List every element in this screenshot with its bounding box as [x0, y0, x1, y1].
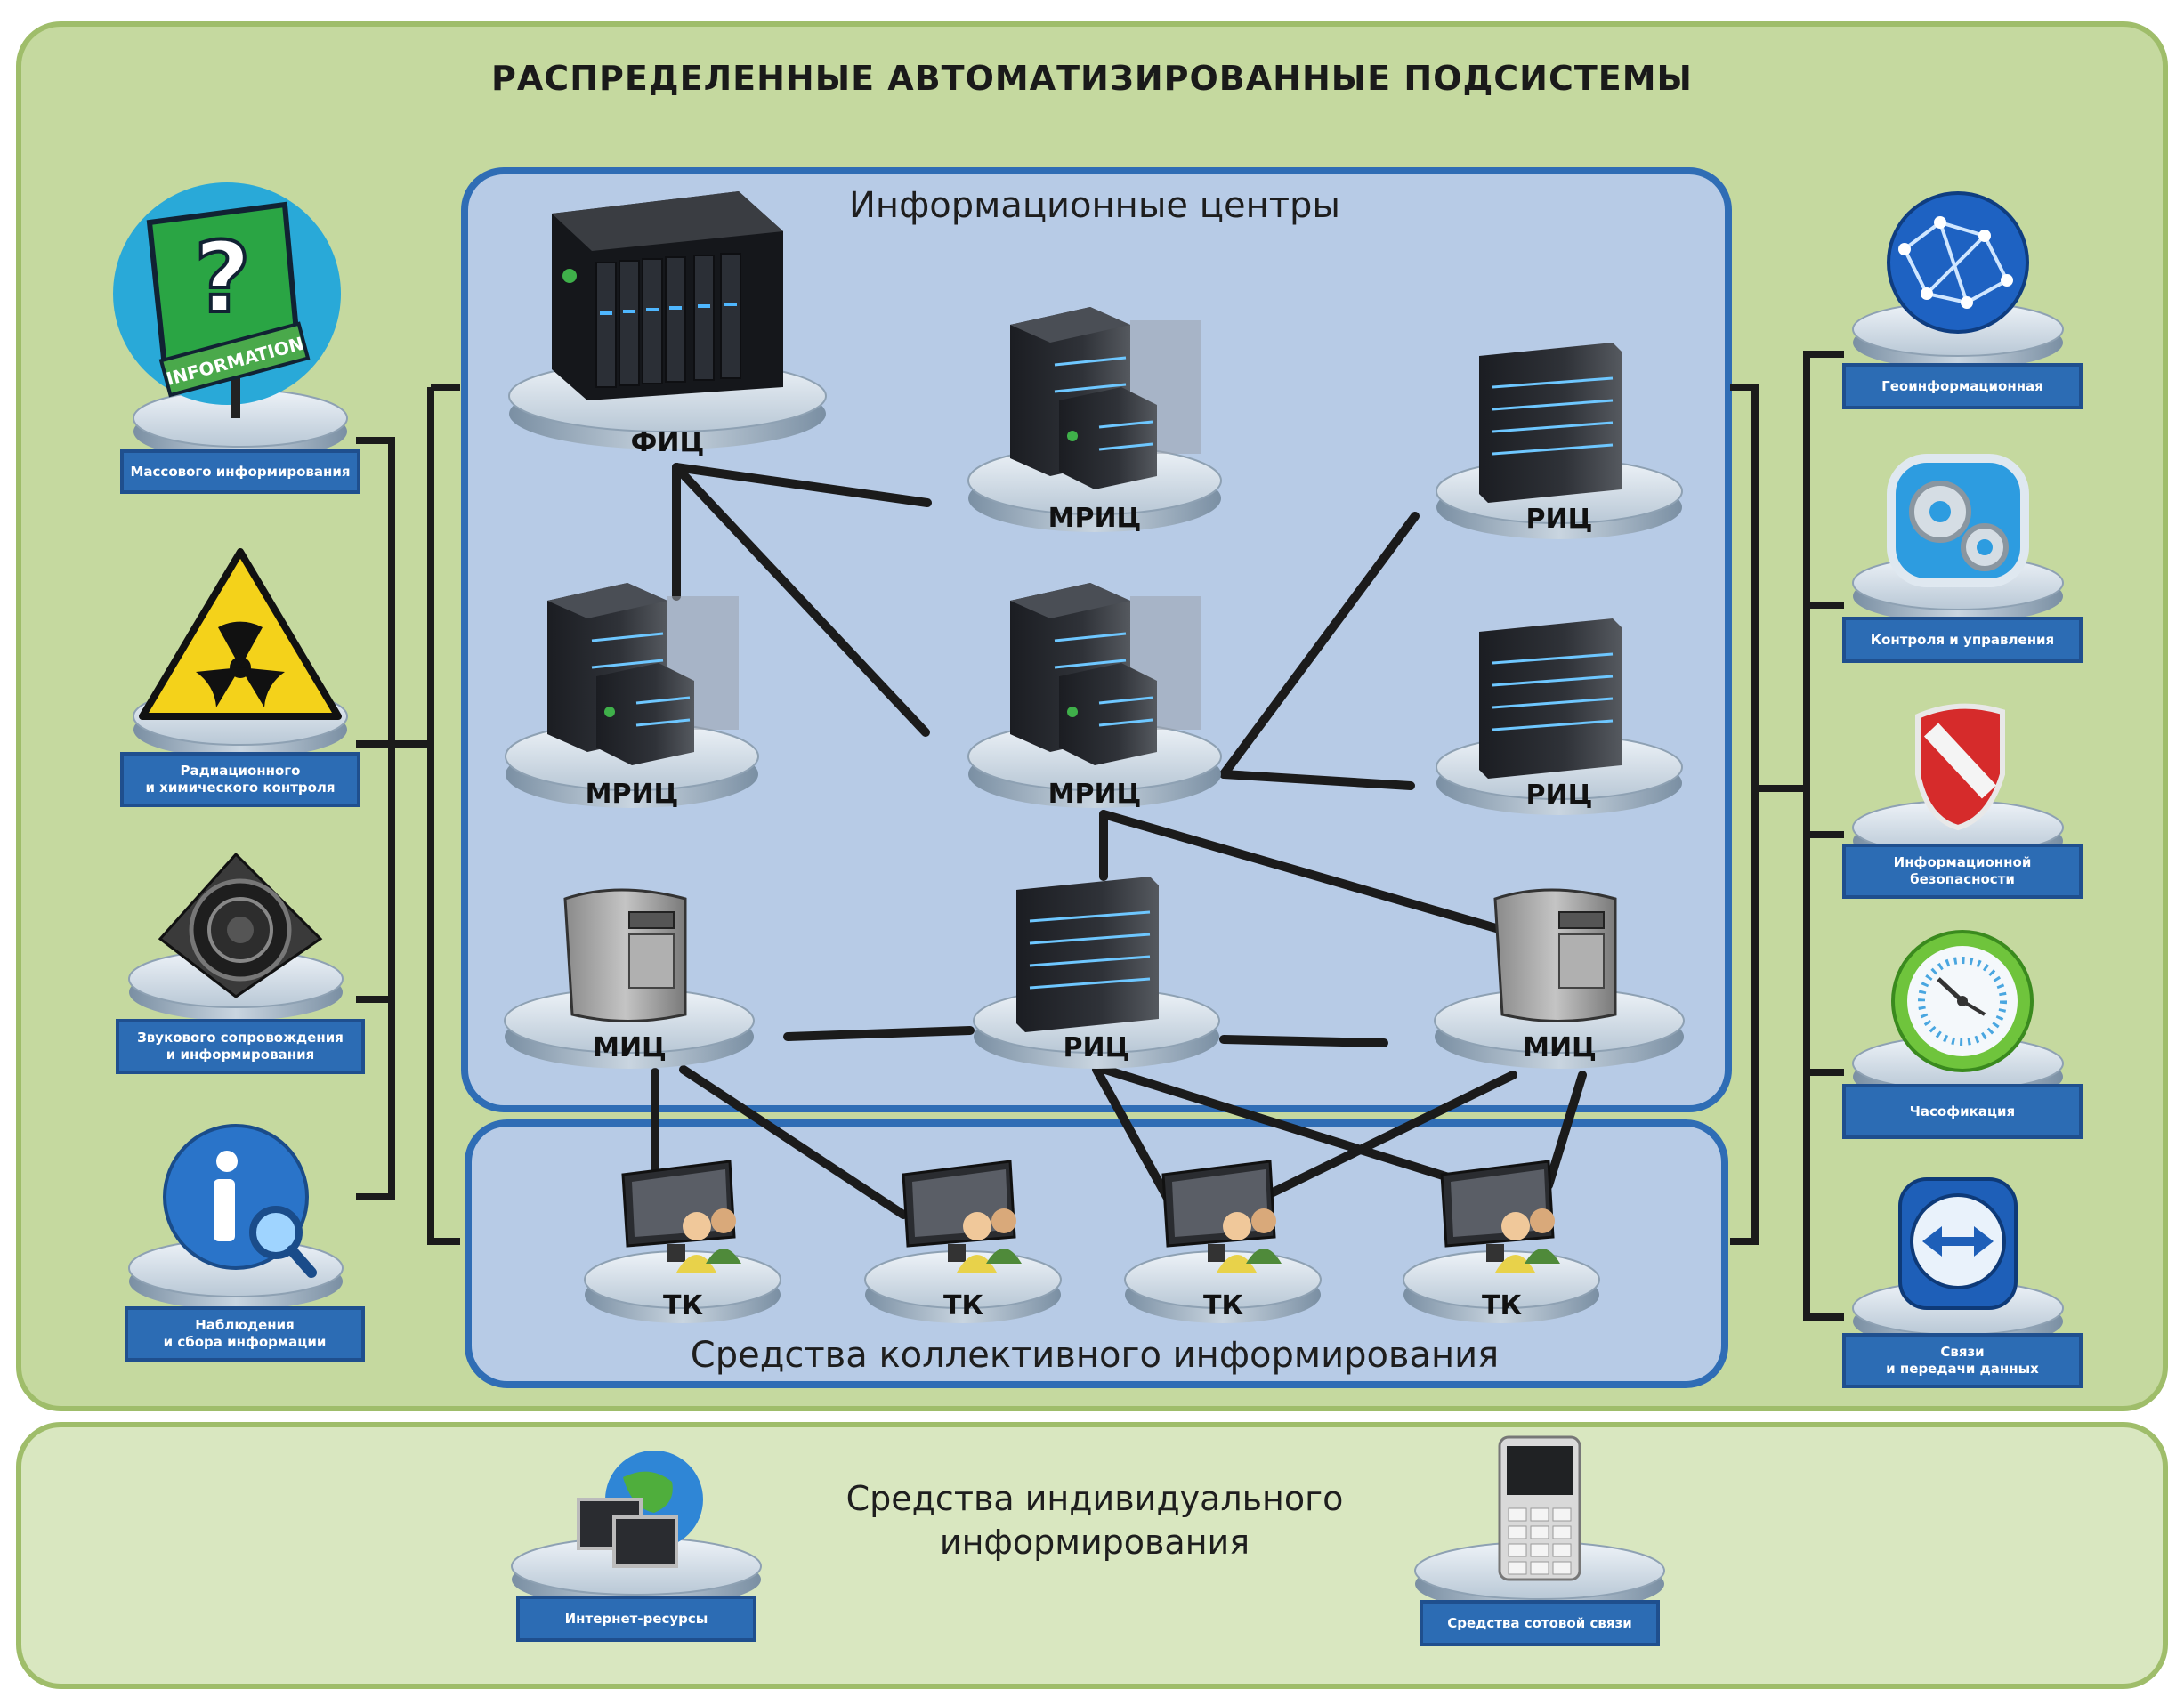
subsystem-radiation[interactable]: Радиационного и химического контроля [111, 547, 369, 810]
globe-network-icon [1852, 191, 2064, 369]
node-mric-center[interactable]: МРИЦ [966, 578, 1224, 814]
subsystem-observation[interactable]: Наблюдения и сбора информации [107, 1121, 365, 1362]
subsystem-communication[interactable]: Связи и передачи данных [1842, 1175, 2083, 1393]
individual-title: Средства индивидуального информирования [783, 1477, 1406, 1565]
node-label-mic-left: МИЦ [593, 1032, 667, 1063]
node-tk-2[interactable]: ТК [863, 1148, 1064, 1326]
subsystem-time[interactable]: Часофикация [1842, 925, 2083, 1139]
gears-icon [1852, 454, 2064, 623]
label-control: Контроля и управления [1842, 617, 2083, 663]
mobile-phone-icon [1414, 1435, 1665, 1612]
node-ric-bottom[interactable]: РИЦ [972, 872, 1221, 1072]
workstation-users-icon [864, 1160, 1062, 1323]
node-label-mric-center: МРИЦ [1048, 779, 1142, 810]
server-tower-icon [973, 877, 1220, 1069]
node-tk-1[interactable]: ТК [583, 1148, 783, 1326]
individual-panel [16, 1422, 2168, 1689]
workstation-users-icon [584, 1160, 781, 1323]
node-mric-left[interactable]: МРИЦ [503, 578, 761, 814]
information-sign-icon: ? INFORMATION [113, 182, 348, 460]
pc-tower-icon [1434, 888, 1685, 1069]
server-tower-icon [1436, 618, 1683, 815]
workstation-users-icon [1124, 1160, 1322, 1323]
info-search-icon [128, 1124, 344, 1310]
radiation-warning-icon [133, 548, 348, 758]
connection-lines [356, 351, 1844, 1321]
pc-tower-icon [504, 888, 755, 1069]
label-internet: Интернет-ресурсы [516, 1596, 756, 1642]
node-label-tk-4: ТК [1482, 1290, 1522, 1321]
workstation-users-icon [1403, 1160, 1600, 1323]
diagram-title: РАСПРЕДЕЛЕННЫЕ АВТОМАТИЗИРОВАННЫЕ ПОДСИС… [491, 59, 1693, 98]
label-sound: Звукового сопровождения и информирования [116, 1019, 365, 1074]
subsystem-geoinfo[interactable]: Геоинформационная [1842, 187, 2083, 414]
server-rack-icon [505, 583, 759, 808]
individual-internet[interactable]: Интернет-ресурсы [507, 1446, 765, 1646]
individual-title-line1: Средства индивидуального [845, 1479, 1344, 1518]
node-label-ric-right: РИЦ [1525, 780, 1593, 811]
subsystem-sound[interactable]: Звукового сопровождения и информирования [107, 850, 365, 1074]
server-rack-icon [967, 307, 1222, 532]
collective-title: Средства коллективного информирования [690, 1335, 1500, 1376]
node-label-tk-1: ТК [663, 1290, 703, 1321]
node-mic-right[interactable]: МИЦ [1433, 881, 1687, 1072]
svg-text:?: ? [194, 221, 251, 335]
node-fic[interactable]: ФИЦ [507, 187, 828, 463]
label-time: Часофикация [1842, 1084, 2083, 1139]
label-radiation: Радиационного и химического контроля [120, 752, 360, 807]
nas-server-icon [508, 191, 827, 449]
subsystem-mass-info[interactable]: ? INFORMATION Массового информирования [107, 178, 365, 512]
node-label-tk-3: ТК [1203, 1290, 1243, 1321]
label-observation: Наблюдения и сбора информации [125, 1306, 365, 1362]
node-tk-4[interactable]: ТК [1402, 1148, 1602, 1326]
node-label-fic: ФИЦ [630, 427, 705, 458]
node-mic-left[interactable]: МИЦ [503, 881, 756, 1072]
subsystem-security[interactable]: Информационной безопасности [1842, 694, 2083, 908]
node-label-tk-2: ТК [943, 1290, 983, 1321]
node-mric-top[interactable]: МРИЦ [966, 303, 1224, 538]
node-tk-3[interactable]: ТК [1123, 1148, 1323, 1326]
globe-monitors-icon [511, 1451, 762, 1608]
label-geoinfo: Геоинформационная [1842, 363, 2083, 409]
info-centers-title: Информационные центры [849, 185, 1340, 226]
subsystem-control[interactable]: Контроля и управления [1842, 449, 2083, 667]
server-tower-icon [1436, 343, 1683, 539]
speaker-icon [128, 852, 344, 1021]
node-label-mric-top: МРИЦ [1048, 503, 1142, 534]
node-label-ric-bottom: РИЦ [1063, 1032, 1130, 1063]
node-ric-top[interactable]: РИЦ [1435, 338, 1684, 543]
individual-title-line2: информирования [939, 1523, 1250, 1563]
node-label-mric-left: МРИЦ [585, 779, 679, 810]
label-mass-info: Массового информирования [120, 449, 360, 494]
node-label-ric-top: РИЦ [1525, 504, 1593, 535]
label-cellular: Средства сотовой связи [1420, 1600, 1660, 1646]
node-label-mic-right: МИЦ [1523, 1032, 1597, 1063]
server-rack-icon [967, 583, 1222, 808]
node-ric-right[interactable]: РИЦ [1435, 614, 1684, 819]
individual-cellular[interactable]: Средства сотовой связи [1411, 1433, 1669, 1646]
label-security: Информационной безопасности [1842, 844, 2083, 899]
label-communication: Связи и передачи данных [1842, 1333, 2083, 1388]
